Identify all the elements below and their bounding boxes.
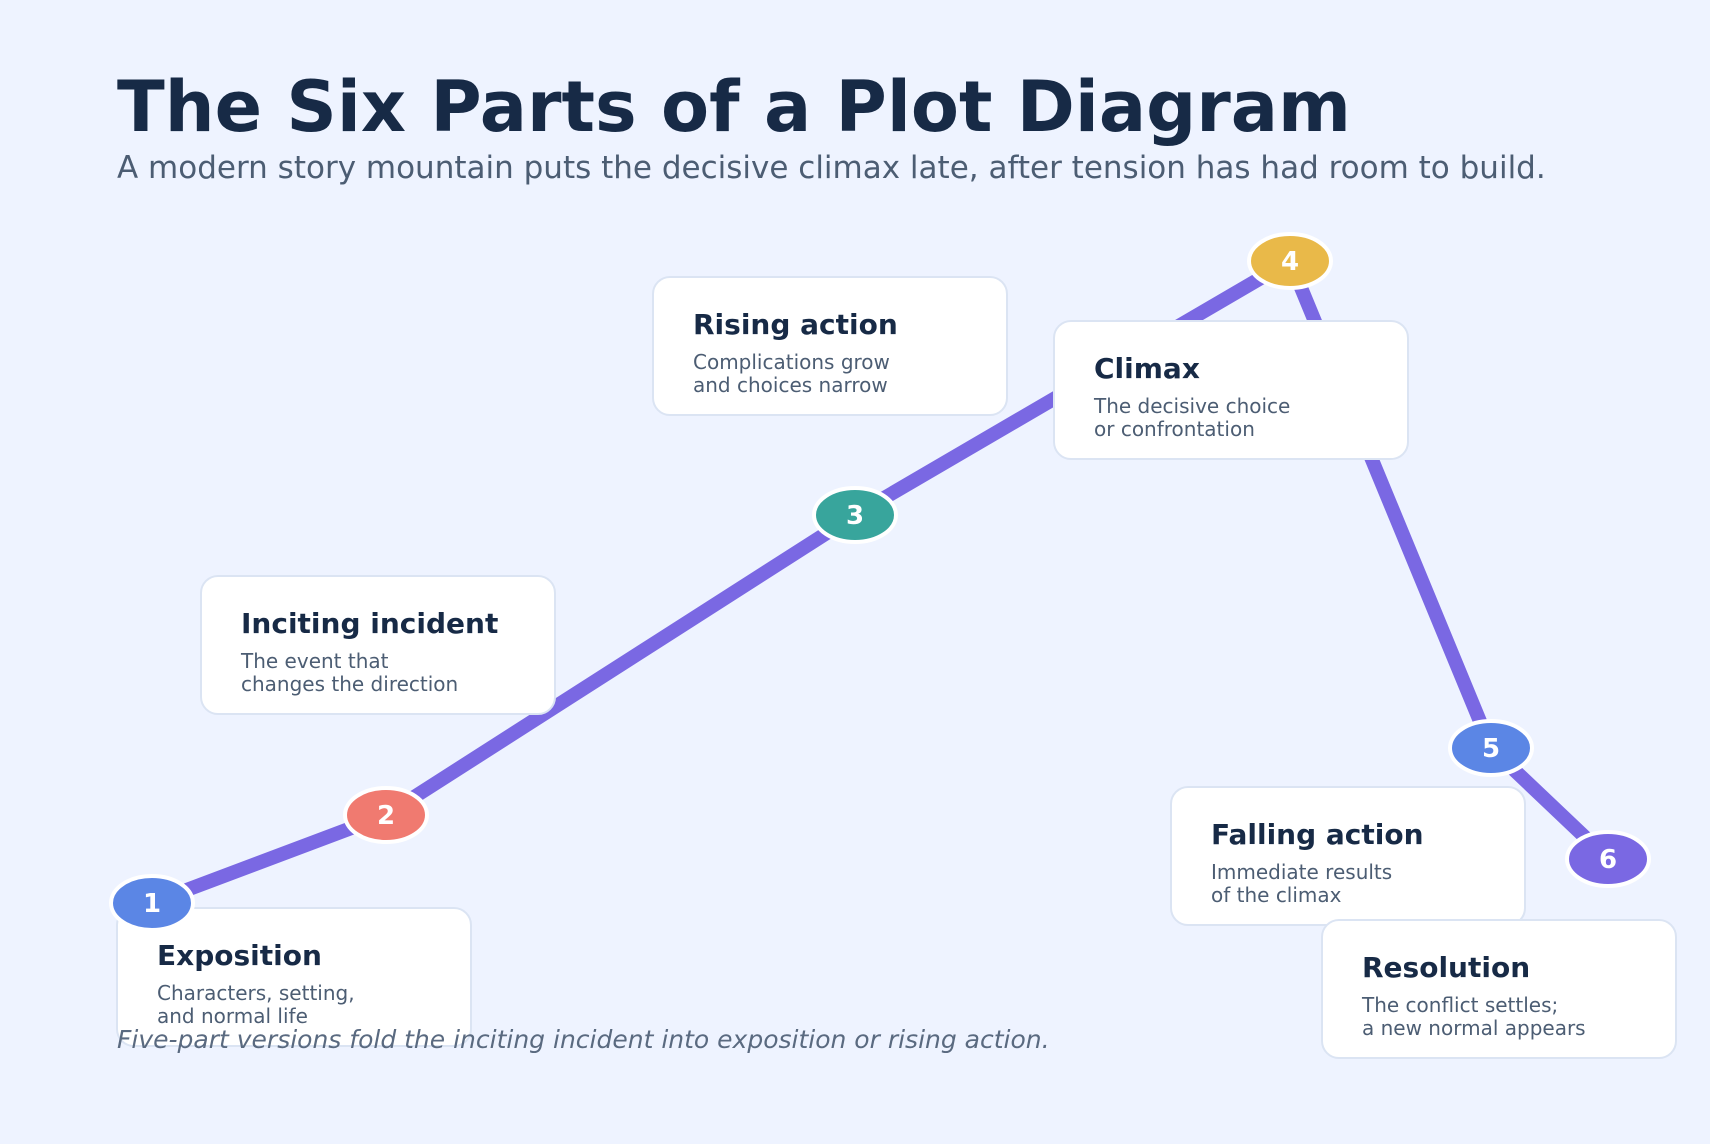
stage-card-climax: Climax The decisive choice or confrontat… xyxy=(1053,320,1409,460)
stage-name: Inciting incident xyxy=(241,607,499,640)
stage-name: Resolution xyxy=(1362,951,1531,984)
stage-description: Characters, setting, and normal life xyxy=(157,981,355,1028)
stage-node-3: 3 xyxy=(812,486,898,544)
stage-card-resolution: Resolution The conflict settles; a new n… xyxy=(1321,919,1677,1059)
node-circle xyxy=(343,786,429,844)
page-title: The Six Parts of a Plot Diagram xyxy=(117,66,1351,148)
node-number: 6 xyxy=(1599,845,1617,875)
stage-name: Exposition xyxy=(157,939,322,972)
page-subtitle: A modern story mountain puts the decisiv… xyxy=(117,150,1546,186)
stage-card-exposition: Exposition Characters, setting, and norm… xyxy=(116,907,472,1047)
node-number: 5 xyxy=(1482,734,1500,764)
node-circle xyxy=(109,874,195,932)
stage-card-rising-action: Rising action Complications grow and cho… xyxy=(652,276,1008,416)
stage-node-1: 1 xyxy=(109,874,195,932)
node-number: 4 xyxy=(1281,247,1299,277)
stage-node-5: 5 xyxy=(1448,719,1534,777)
node-circle xyxy=(1565,830,1651,888)
stage-description: The conflict settles; a new normal appea… xyxy=(1362,993,1586,1040)
stage-node-4: 4 xyxy=(1247,232,1333,290)
stage-name: Falling action xyxy=(1211,818,1424,851)
stage-card-falling-action: Falling action Immediate results of the … xyxy=(1170,786,1526,926)
stage-name: Climax xyxy=(1094,352,1200,385)
node-circle xyxy=(1247,232,1333,290)
stage-node-6: 6 xyxy=(1565,830,1651,888)
stage-description: The decisive choice or confrontation xyxy=(1094,394,1291,441)
stage-name: Rising action xyxy=(693,308,898,341)
node-number: 1 xyxy=(143,889,161,919)
stage-description: Immediate results of the climax xyxy=(1211,860,1393,907)
node-circle xyxy=(1448,719,1534,777)
node-circle xyxy=(812,486,898,544)
stage-card-inciting-incident: Inciting incident The event that changes… xyxy=(200,575,556,715)
footnote: Five-part versions fold the inciting inc… xyxy=(117,1025,1050,1054)
stage-description: The event that changes the direction xyxy=(241,649,459,696)
node-number: 2 xyxy=(377,801,395,831)
node-number: 3 xyxy=(846,501,864,531)
stage-description: Complications grow and choices narrow xyxy=(693,350,890,397)
stage-node-2: 2 xyxy=(343,786,429,844)
